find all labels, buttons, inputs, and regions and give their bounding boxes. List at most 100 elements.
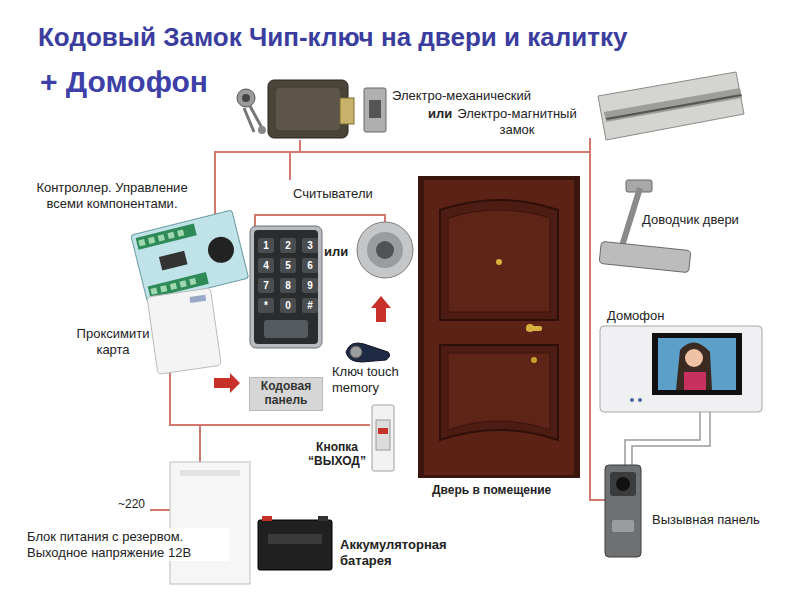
controller-board — [177, 229, 184, 236]
magnetic-lock — [598, 72, 744, 140]
code-panel-plaque: Кодовая панель — [249, 377, 323, 411]
call-panel — [605, 465, 641, 557]
battery — [318, 516, 328, 521]
controller-board — [136, 224, 197, 250]
key-digit: 5 — [280, 258, 296, 273]
door-closer — [622, 188, 640, 246]
exit-button-caption: Кнопка “ВЫХОД” — [304, 440, 370, 469]
call-panel — [616, 477, 630, 491]
touch-memory-reader — [376, 241, 394, 259]
code-keypad — [250, 226, 322, 348]
key-digit: * — [258, 298, 274, 313]
magnetic-lock — [606, 94, 742, 120]
electromechanical-lock — [268, 80, 348, 138]
electromechanical-lock — [258, 126, 266, 134]
door-closer — [599, 241, 691, 272]
controller-board — [167, 232, 174, 239]
magnetic-lock — [598, 72, 744, 140]
code-keypad — [250, 226, 322, 348]
exit-button — [376, 420, 390, 450]
key-digit: 8 — [280, 278, 296, 293]
controller-board — [150, 288, 157, 295]
intercom-monitor — [684, 372, 706, 390]
touch-memory-key — [346, 343, 390, 362]
touch-memory-reader — [357, 222, 413, 278]
code-keypad — [254, 230, 318, 344]
code-keypad — [258, 298, 274, 313]
exit-button — [372, 405, 394, 471]
or-word: или — [324, 244, 348, 260]
touch-memory-key — [350, 346, 362, 358]
controller-board — [148, 237, 155, 244]
intercom-monitor — [630, 398, 634, 402]
exit-button — [372, 405, 394, 471]
electromechanical-lock — [276, 88, 340, 130]
electromechanical-lock — [242, 94, 250, 102]
code-keypad — [258, 238, 274, 253]
controller-board — [160, 285, 167, 292]
battery — [268, 534, 322, 544]
battery — [262, 516, 272, 521]
grey-wire — [632, 410, 710, 465]
intercom-caption: Домофон — [607, 308, 664, 324]
code-keypad — [264, 320, 308, 338]
proximity-card — [147, 288, 221, 374]
controller-board — [158, 234, 165, 241]
door — [440, 200, 558, 320]
battery — [258, 520, 332, 570]
door — [418, 176, 580, 478]
power-supply — [170, 462, 250, 584]
proximity-card — [189, 295, 206, 303]
card-caption: Проксимити карта — [70, 326, 156, 357]
red-wire — [150, 138, 605, 510]
intercom-monitor — [638, 398, 642, 402]
intercom-monitor — [600, 326, 762, 412]
touch-memory-reader — [357, 222, 413, 278]
electromechanical-lock — [369, 100, 381, 118]
intercom-monitor — [658, 338, 736, 390]
code-keypad — [280, 278, 296, 293]
electromechanical-lock — [237, 80, 386, 138]
red-wire — [199, 425, 201, 462]
key-digit: 1 — [258, 238, 274, 253]
proximity-card — [147, 288, 221, 374]
controller-board — [131, 210, 249, 303]
controller-board — [131, 210, 249, 303]
red-arrow — [214, 373, 240, 393]
or-word: или — [428, 106, 452, 122]
exit-button — [378, 428, 388, 434]
door — [526, 324, 534, 332]
controller-board — [205, 234, 237, 266]
power-supply — [170, 462, 250, 584]
intercom-monitor — [685, 349, 703, 367]
grey-wire — [625, 410, 710, 465]
code-keypad — [280, 298, 296, 313]
code-keypad — [302, 298, 318, 313]
call-panel — [610, 472, 636, 496]
electromechanical-lock — [364, 88, 386, 132]
door — [496, 259, 502, 265]
key-digit: 9 — [302, 278, 318, 293]
door — [531, 357, 537, 363]
code-keypad — [280, 238, 296, 253]
touch-memory-reader — [367, 232, 403, 268]
key-digit: 2 — [280, 238, 296, 253]
controller-board — [170, 283, 177, 290]
power-caption: Блок питания с резервом. Выходное напряж… — [25, 528, 229, 561]
key-digit: 7 — [258, 278, 274, 293]
magnetic-lock — [604, 88, 742, 122]
subtitle: + Домофон — [40, 64, 208, 100]
key-digit: # — [302, 298, 318, 313]
key-digit: 3 — [302, 238, 318, 253]
key-digit: 6 — [302, 258, 318, 273]
call-panel-caption: Вызывная панель — [652, 512, 760, 528]
lock-caption: Электро-механический — [392, 88, 531, 104]
call-panel — [605, 465, 641, 557]
plaque-text: Кодовая панель — [255, 380, 317, 408]
red-wire — [299, 140, 301, 152]
key-digit: 0 — [280, 298, 296, 313]
controller-board — [138, 239, 145, 246]
readers-caption: Считыватели — [293, 186, 373, 202]
door — [440, 345, 558, 440]
